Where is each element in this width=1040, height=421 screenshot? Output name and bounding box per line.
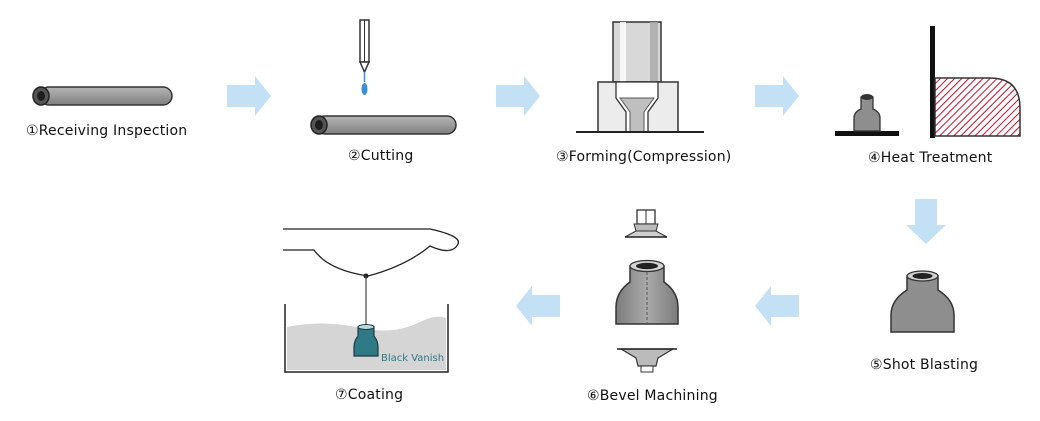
- right-arrow-icon: [227, 76, 271, 116]
- step-label-shot-blasting: ⑤Shot Blasting: [870, 357, 979, 373]
- step-label-coating: ⑦Coating: [335, 387, 404, 403]
- step-label-forming: ③Forming(Compression): [556, 149, 732, 165]
- coating-tank-icon: [283, 228, 460, 373]
- left-arrow-icon: [516, 286, 560, 326]
- step-label-bevel-machining: ⑥Bevel Machining: [587, 388, 718, 404]
- cutting-pipe-icon: [310, 115, 457, 135]
- coating-bath-label: Black Vanish: [381, 353, 445, 364]
- step-label-receiving-inspection: ①Receiving Inspection: [26, 123, 188, 139]
- left-arrow-icon: [755, 286, 799, 326]
- right-arrow-icon: [496, 76, 540, 116]
- heat-treatment-furnace-icon: [835, 26, 1021, 138]
- step-label-heat-treatment: ④Heat Treatment: [868, 150, 993, 166]
- step-label-cutting: ②Cutting: [348, 148, 414, 164]
- right-arrow-icon: [755, 76, 799, 116]
- forming-press-icon: [576, 21, 704, 133]
- shot-blasting-reducer-icon: [890, 270, 955, 333]
- down-arrow-icon: [906, 199, 946, 244]
- cutting-torch-icon: [358, 19, 371, 95]
- bevel-machining-icon: [615, 209, 679, 373]
- inspection-pipe-icon: [32, 86, 173, 106]
